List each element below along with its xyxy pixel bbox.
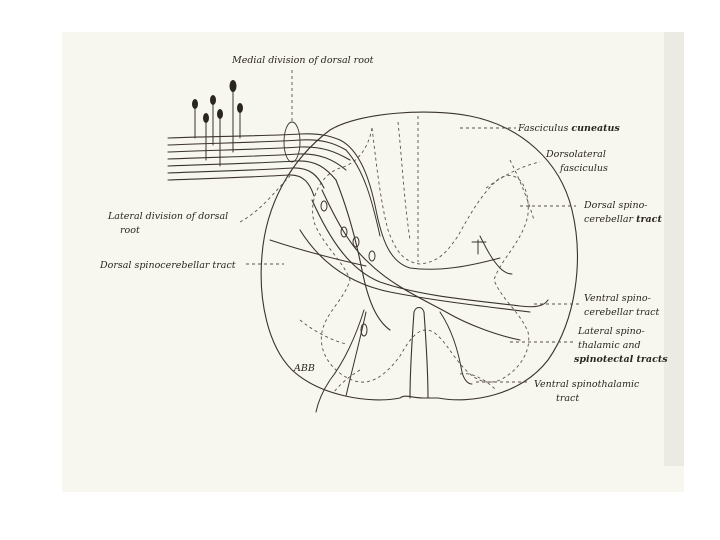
label-ventral-spinothalamic-line2: tract	[556, 393, 579, 404]
lateral-spinothalamic-fibers	[322, 180, 520, 384]
leader-lines	[240, 70, 580, 382]
label-dorsal-spinocerebellar-right-line1: Dorsal spino-	[583, 200, 648, 211]
label-ventral-spinocerebellar-line1: Ventral spino-	[584, 293, 651, 304]
label-lateral-spinothalamic-line3: spinotectal tracts	[574, 354, 668, 365]
label-dorsolateral-line1: Dorsolateral	[545, 149, 606, 160]
dorsal-intermediate-septum	[398, 122, 410, 240]
ventral-horn-boundary	[300, 320, 346, 344]
medial-fibers	[340, 140, 500, 269]
label-lateral-spinothalamic-line1: Lateral spino-	[577, 326, 645, 337]
spinal-cord-outline	[261, 112, 577, 400]
ganglion-cell	[210, 95, 216, 145]
label-lateral-spinothalamic-line2: thalamic and	[578, 340, 641, 351]
dorsal-root-entry-zone	[284, 122, 300, 162]
label-ventral-spinothalamic-line1: Ventral spinothalamic	[534, 379, 640, 390]
dorsolateral-fasciculus-boundary	[510, 160, 534, 220]
label-dorsal-spinocerebellar-right-line2: cerebellar tract	[584, 214, 662, 225]
neuron-body	[321, 201, 327, 211]
label-lateral-division-line1: Lateral division of dorsal	[107, 211, 228, 222]
dorsal-root-ganglion-cells	[192, 80, 243, 166]
ventral-median-fissure	[410, 308, 428, 399]
dorsal-spinocerebellar-fibers	[472, 236, 512, 274]
ganglion-cell	[192, 99, 198, 138]
label-dorsal-spinocerebellar-left: Dorsal spinocerebellar tract	[99, 260, 236, 271]
ventral-spinocerebellar-fibers	[300, 200, 548, 312]
descending-fibers	[270, 240, 366, 412]
artist-initials: ABB	[293, 363, 315, 374]
ganglion-cell	[230, 80, 237, 152]
ganglion-cell	[237, 103, 243, 138]
label-medial-division-dorsal-root: Medial division of dorsal root	[231, 55, 374, 66]
label-lateral-division-line2: root	[120, 225, 140, 236]
dorsal-root-bundle	[168, 134, 350, 196]
label-fasciculus-cuneatus: Fasciculus cuneatus	[517, 123, 620, 134]
label-ventral-spinocerebellar-line2: cerebellar tract	[584, 307, 659, 318]
label-dorsolateral-line2: fasciculus	[559, 163, 608, 174]
neuron-body	[369, 251, 375, 261]
